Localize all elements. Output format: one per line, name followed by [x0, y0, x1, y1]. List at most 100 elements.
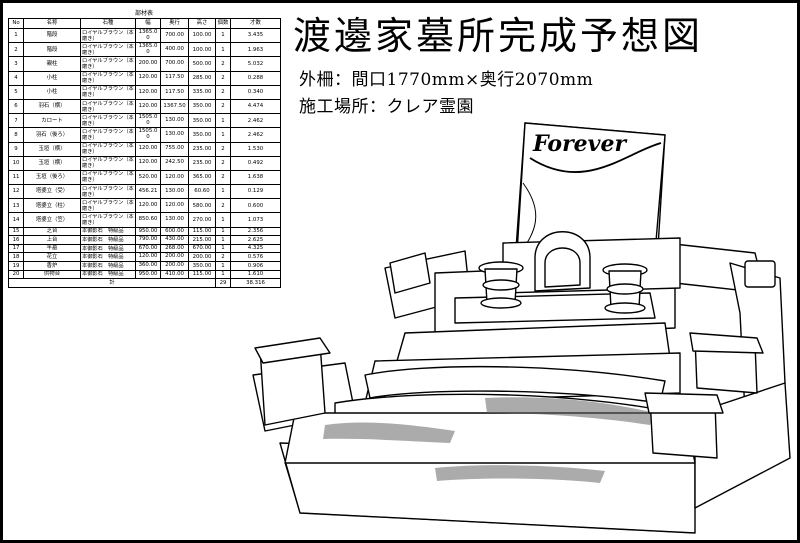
cell-width: 456.21 [135, 184, 161, 200]
tombstone-curve [529, 142, 662, 173]
total-sai: 38.316 [230, 278, 281, 289]
cell-width: 790.00 [135, 235, 161, 245]
cell-stone: ロイヤルブラウン（本磨き） [80, 169, 136, 186]
cell-no: 9 [8, 141, 24, 157]
engraving-text: Forever [532, 131, 627, 157]
cell-name: 玉垣（後ろ） [23, 169, 81, 186]
cell-stone: ロイヤルブラウン（本磨き） [80, 212, 136, 228]
cell-no: 14 [8, 212, 24, 228]
table-caption: 部材表 [134, 10, 153, 17]
cell-name: 上台 [23, 235, 81, 245]
cell-no: 7 [8, 113, 24, 129]
cell-name: 階段 [23, 42, 81, 58]
cell-stone: ロイヤルブラウン（本磨き） [80, 141, 136, 157]
cell-width: 520.00 [135, 169, 161, 186]
cell-stone: ロイヤルブラウン（本磨き） [80, 184, 136, 200]
cell-no: 1 [8, 27, 24, 44]
cell-name: 小柱 [23, 84, 81, 100]
cell-qty: 1 [215, 27, 231, 44]
cell-width: 120.00 [135, 155, 161, 171]
cell-name: 芝台 [23, 226, 81, 237]
cell-sai: 0.492 [230, 155, 281, 171]
cell-sai: 1.530 [230, 141, 281, 157]
cell-height: 115.00 [188, 226, 216, 237]
cell-height: 115.00 [188, 269, 216, 280]
cell-no: 11 [8, 169, 24, 186]
cell-sai: 1.963 [230, 42, 281, 58]
construction-site: 施工場所：クレア霊園 [299, 97, 474, 117]
left-side-pillar [389, 252, 431, 294]
cell-qty: 2 [215, 56, 231, 72]
cell-width: 120.00 [135, 141, 161, 157]
cell-stone: ロイヤルブラウン（本磨き） [80, 27, 136, 44]
cell-height: 580.00 [188, 198, 216, 214]
cell-stone: 本御影石 特級品 [80, 252, 136, 262]
header-width: 幅 [135, 18, 161, 29]
cell-width: 850.60 [135, 212, 161, 228]
cell-stone: ロイヤルブラウン（本磨き） [80, 70, 136, 86]
cell-depth: 600.00 [160, 226, 189, 237]
cell-height: 350.00 [188, 113, 216, 129]
cell-stone: 本御影石 特級品 [80, 243, 136, 254]
cell-sai: 4.474 [230, 98, 281, 115]
cell-height: 285.00 [188, 70, 216, 86]
cell-depth: 120.00 [160, 198, 189, 214]
cell-width: 120.00 [135, 198, 161, 214]
cell-width: 1505.00 [135, 127, 161, 143]
front-right-pillar-cap [644, 392, 724, 414]
cell-name: 塔婆立（受） [23, 184, 81, 200]
cell-no: 19 [8, 261, 24, 271]
cell-depth: 410.00 [160, 269, 189, 280]
cell-width: 670.00 [135, 243, 161, 254]
cell-width: 120.00 [135, 98, 161, 115]
header-stone: 石種 [80, 18, 136, 29]
cell-height: 335.00 [188, 84, 216, 100]
right-back-pillar-cap [689, 332, 764, 354]
cell-depth: 200.00 [160, 252, 189, 262]
cell-name: 玉垣（横） [23, 155, 81, 171]
header-depth: 奥行 [160, 18, 189, 29]
cell-depth: 700.00 [160, 27, 189, 44]
header-sai: 才数 [230, 18, 281, 29]
cell-height: 350.00 [188, 261, 216, 271]
right-side-pillar [744, 260, 776, 288]
table-total-row: 計 29 38.316 [8, 278, 281, 289]
cell-no: 10 [8, 155, 24, 171]
cell-height: 100.00 [188, 27, 216, 44]
header-no: No [8, 18, 24, 29]
cell-name: 羽石（横） [23, 98, 81, 115]
cell-qty: 2 [215, 98, 231, 115]
cell-width: 120.00 [135, 84, 161, 100]
cell-no: 12 [8, 184, 24, 200]
cell-depth: 130.00 [160, 184, 189, 200]
cell-stone: ロイヤルブラウン（本磨き） [80, 56, 136, 72]
tomb-drawing-svg: Forever [252, 122, 791, 534]
cell-no: 5 [8, 84, 24, 100]
slab-edge-1 [284, 462, 301, 514]
cell-no: 17 [8, 243, 24, 254]
cell-width: 1365.00 [135, 42, 161, 58]
cell-stone: 本御影石 特級品 [80, 261, 136, 271]
cell-width: 120.00 [135, 70, 161, 86]
cell-stone: ロイヤルブラウン（本磨き） [80, 42, 136, 58]
cell-stone: ロイヤルブラウン（本磨き） [80, 155, 136, 171]
cell-name: 羽石（後ろ） [23, 127, 81, 143]
cell-height: 365.00 [188, 169, 216, 186]
cell-depth: 200.00 [160, 261, 189, 271]
cell-width: 200.00 [135, 56, 161, 72]
cell-depth: 700.00 [160, 56, 189, 72]
cell-no: 15 [8, 226, 24, 237]
cell-height: 235.00 [188, 155, 216, 171]
cell-height: 200.00 [188, 252, 216, 262]
total-label: 計 [8, 278, 216, 289]
cell-sai: 1.073 [230, 212, 281, 228]
cell-sai: 5.032 [230, 56, 281, 72]
cell-name: カロート [23, 113, 81, 129]
cell-no: 6 [8, 98, 24, 115]
